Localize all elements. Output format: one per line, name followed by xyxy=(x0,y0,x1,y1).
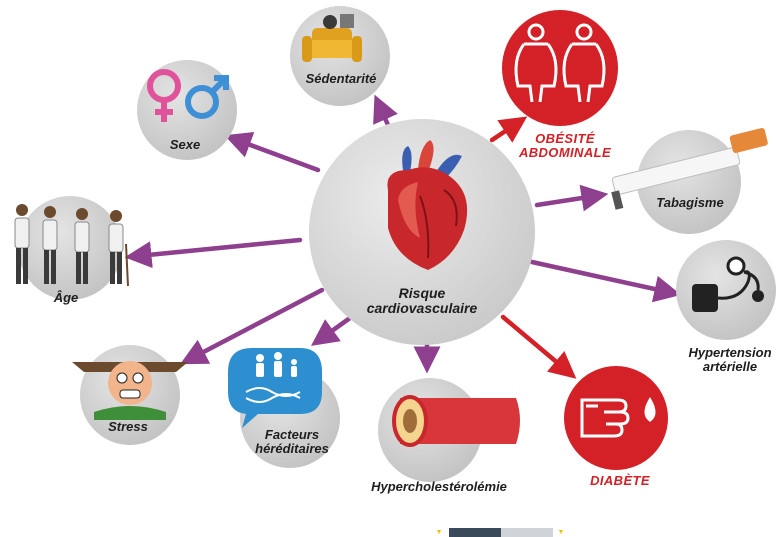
label-hypertension-line2: artérielle xyxy=(702,358,758,374)
label-stress: Stress xyxy=(108,419,148,434)
label-obesite: OBÉSITÉ ABDOMINALE xyxy=(510,132,620,159)
arrows xyxy=(124,94,682,379)
pager-bar xyxy=(437,528,563,537)
arrow-sexe xyxy=(224,132,321,173)
label-facteurs-line2: héréditaires xyxy=(255,440,329,456)
obese-figures-icon xyxy=(514,23,606,103)
node-age xyxy=(14,196,129,300)
finger-blood-drop-icon xyxy=(580,396,656,438)
center-label-line1: Risque xyxy=(398,285,446,301)
label-obesite-line2: ABDOMINALE xyxy=(518,144,612,160)
label-sedentarite: Sédentarité xyxy=(305,71,377,86)
node-facteurs xyxy=(228,348,340,468)
center-label: Risque cardiovasculaire xyxy=(362,286,482,315)
node-obesite xyxy=(502,10,618,126)
node-hypercholesterolemie xyxy=(378,378,520,482)
node-sexe xyxy=(137,60,237,160)
pager-thumb-dark xyxy=(449,528,501,537)
label-obesite-line1: OBÉSITÉ xyxy=(535,131,595,146)
label-age: Âge xyxy=(53,290,79,305)
prev-marker-icon xyxy=(437,530,441,534)
arrow-stress xyxy=(180,287,325,365)
arrow-sedentarite xyxy=(373,94,398,128)
label-hypertension: Hypertension artérielle xyxy=(684,346,776,373)
center-node xyxy=(309,119,535,345)
elderly-people-icon xyxy=(14,204,129,287)
center-label-line2: cardiovasculaire xyxy=(366,299,478,316)
arrow-diabete xyxy=(500,314,577,379)
image-pager xyxy=(437,527,577,537)
node-sedentarite xyxy=(290,6,390,106)
label-hypertension-line1: Hypertension xyxy=(688,345,772,360)
label-diabete: DIABÈTE xyxy=(590,473,650,488)
family-dna-icon xyxy=(228,348,322,428)
gender-symbols-icon xyxy=(147,69,229,122)
cigarette-icon xyxy=(611,128,768,210)
arrow-age xyxy=(124,237,303,269)
heart-icon xyxy=(387,140,468,270)
label-tabagisme: Tabagisme xyxy=(656,195,724,210)
arrow-facteurs xyxy=(311,315,353,346)
label-hypercholesterolemie: Hypercholestérolémie xyxy=(371,479,507,494)
node-hypertension xyxy=(676,240,776,340)
node-diabete xyxy=(564,366,668,470)
node-tabagisme xyxy=(611,128,768,234)
next-marker-icon xyxy=(559,530,563,534)
label-facteurs-line1: Facteurs xyxy=(264,427,320,442)
label-facteurs: Facteurs héréditaires xyxy=(246,428,338,455)
label-sexe: Sexe xyxy=(169,137,201,152)
arrow-tabagisme xyxy=(534,184,609,212)
arrow-hypertension xyxy=(529,259,682,303)
stressed-face-icon xyxy=(72,361,188,420)
armchair-icon xyxy=(302,14,362,62)
blood-pressure-icon xyxy=(692,256,764,312)
artery-icon xyxy=(392,395,520,447)
pager-thumb-light xyxy=(501,528,553,537)
node-stress xyxy=(72,345,188,445)
arrow-obesite xyxy=(489,116,528,143)
